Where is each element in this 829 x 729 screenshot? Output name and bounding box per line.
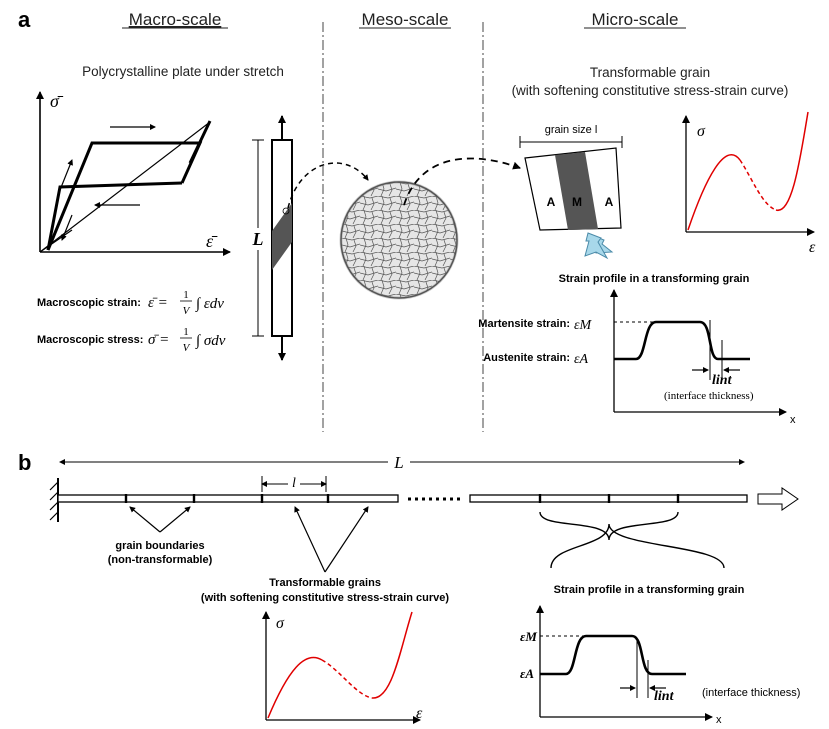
- strain-frac-num: 1: [183, 289, 189, 301]
- micro-curve-x-label: ε: [809, 239, 816, 256]
- strain-profile-b: εM εA lint (interface thickness) x: [520, 605, 800, 726]
- stress-formula-lhs: σ̄ =: [148, 332, 169, 348]
- meso-scale-header: Meso-scale: [362, 10, 449, 29]
- panel-b-letter: b: [18, 450, 31, 475]
- stress-frac-num: 1: [183, 326, 189, 338]
- eps-a-label-a: εA: [574, 352, 589, 367]
- micro-stress-strain-curve: σ ε: [682, 111, 816, 256]
- strain-profile-a: Martensite strain: εM Austenite strain: …: [478, 289, 796, 426]
- b-stress-strain-curve: σ ε: [262, 611, 423, 724]
- zoom-arrow-meso-to-grain: [403, 157, 521, 206]
- macro-scale-header: Macro-scale: [129, 10, 222, 29]
- pull-arrow-icon: [757, 487, 799, 511]
- transformable-grains-label-2: (with softening constitutive stress-stra…: [201, 592, 449, 604]
- bar-length-label: L: [393, 453, 403, 472]
- macro-x-axis-label: ε̄: [206, 231, 218, 251]
- phase-a-right: A: [605, 195, 614, 209]
- 1d-bar: [57, 494, 748, 503]
- profile-x-label-a: x: [790, 414, 796, 426]
- stress-frac-den: V: [183, 342, 191, 354]
- phase-a-left: A: [547, 195, 556, 209]
- micro-scale-header: Micro-scale: [592, 10, 679, 29]
- profile-title-b: Strain profile in a transforming grain: [554, 584, 745, 596]
- macro-y-axis-label: σ̄: [50, 91, 64, 111]
- b-curve-y-label: σ: [276, 615, 285, 632]
- grain-title-1: Transformable grain: [590, 65, 710, 80]
- austenite-strain-label: Austenite strain:: [483, 352, 570, 364]
- fixed-wall: [49, 478, 59, 522]
- polycrystal-aggregate: [339, 180, 459, 300]
- zoom-arrow-plate-to-meso: [287, 162, 369, 209]
- stress-formula-rhs: ∫ σdv: [195, 333, 226, 349]
- grain-length-label: l: [292, 476, 296, 491]
- grain-boundaries-label-2: (non-transformable): [108, 554, 213, 566]
- strain-formula-rhs: ∫ εdv: [195, 296, 224, 312]
- eps-m-label-a: εM: [574, 318, 593, 333]
- eps-a-label-b: εA: [520, 666, 534, 681]
- profile-title-a: Strain profile in a transforming grain: [559, 273, 750, 285]
- transformable-grains-label-1: Transformable grains: [269, 577, 381, 589]
- transformable-grain-sketch: grain size l A M A: [519, 124, 623, 231]
- plate-length-label: L: [252, 229, 264, 249]
- eps-m-label-b: εM: [520, 629, 537, 644]
- grain-boundaries-label-1: grain boundaries: [115, 540, 204, 552]
- lint-label-b: lint: [654, 689, 675, 704]
- macroscopic-strain-label: Macroscopic strain:: [37, 297, 141, 309]
- lint-label-a: lint: [712, 373, 733, 388]
- strain-frac-den: V: [183, 305, 191, 317]
- macroscopic-stress-label: Macroscopic stress:: [37, 334, 143, 346]
- lint-note-a: (interface thickness): [664, 390, 754, 402]
- grain-size-label: grain size l: [545, 124, 598, 136]
- stretched-plate: L: [250, 115, 293, 361]
- brace-large: [550, 523, 725, 569]
- b-curve-x-label: ε: [416, 705, 423, 722]
- profile-x-label-b: x: [716, 714, 722, 726]
- macro-hysteresis-plot: σ̄ ε̄: [36, 91, 231, 256]
- zoom-down-icon: [584, 232, 609, 260]
- panel-a-letter: a: [18, 7, 31, 32]
- lint-note-b: (interface thickness): [702, 687, 800, 699]
- martensite-strain-label: Martensite strain:: [478, 318, 570, 330]
- brace-small: [539, 511, 679, 541]
- plate-title: Polycrystalline plate under stretch: [82, 64, 284, 79]
- grain-title-2: (with softening constitutive stress-stra…: [512, 83, 789, 98]
- phase-m: M: [572, 195, 582, 209]
- micro-curve-y-label: σ: [697, 123, 706, 140]
- strain-formula-lhs: ε̄ =: [148, 295, 168, 311]
